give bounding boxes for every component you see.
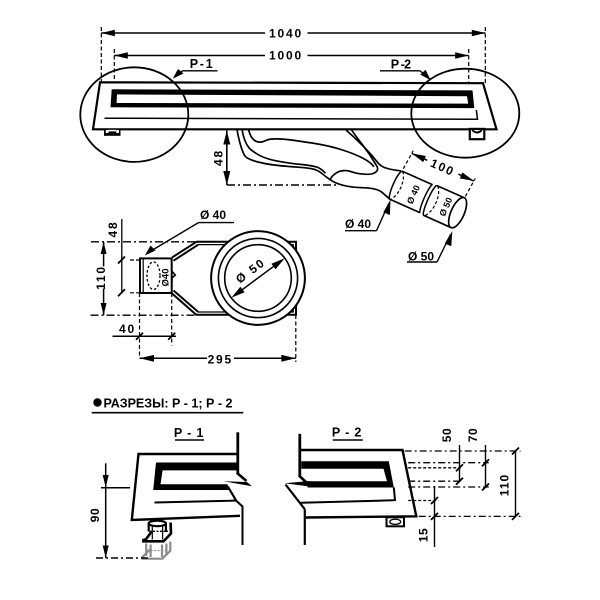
svg-text:90: 90 xyxy=(88,508,102,522)
svg-text:295: 295 xyxy=(208,352,233,366)
svg-text:48: 48 xyxy=(212,149,226,166)
svg-text:Ø40: Ø40 xyxy=(161,269,172,287)
svg-text:50: 50 xyxy=(440,428,454,442)
svg-text:Ø 40: Ø 40 xyxy=(345,217,371,231)
svg-text:P - 1: P - 1 xyxy=(190,57,213,71)
svg-text:РАЗРЕЗЫ: Р - 1; Р - 2: РАЗРЕЗЫ: Р - 1; Р - 2 xyxy=(104,397,233,411)
svg-text:1040: 1040 xyxy=(269,26,303,40)
svg-text:Ø 40: Ø 40 xyxy=(200,208,226,222)
svg-text:48: 48 xyxy=(106,221,120,238)
svg-text:110: 110 xyxy=(94,265,108,290)
svg-text:15: 15 xyxy=(417,528,431,542)
svg-text:110: 110 xyxy=(498,474,512,496)
svg-text:Ø 50: Ø 50 xyxy=(408,250,434,264)
svg-text:P - 2: P - 2 xyxy=(332,426,362,440)
svg-text:1000: 1000 xyxy=(269,49,303,63)
svg-text:40: 40 xyxy=(119,322,136,336)
svg-text:P -2: P -2 xyxy=(391,57,411,71)
svg-text:P - 1: P - 1 xyxy=(174,426,204,440)
svg-text:70: 70 xyxy=(466,428,480,442)
